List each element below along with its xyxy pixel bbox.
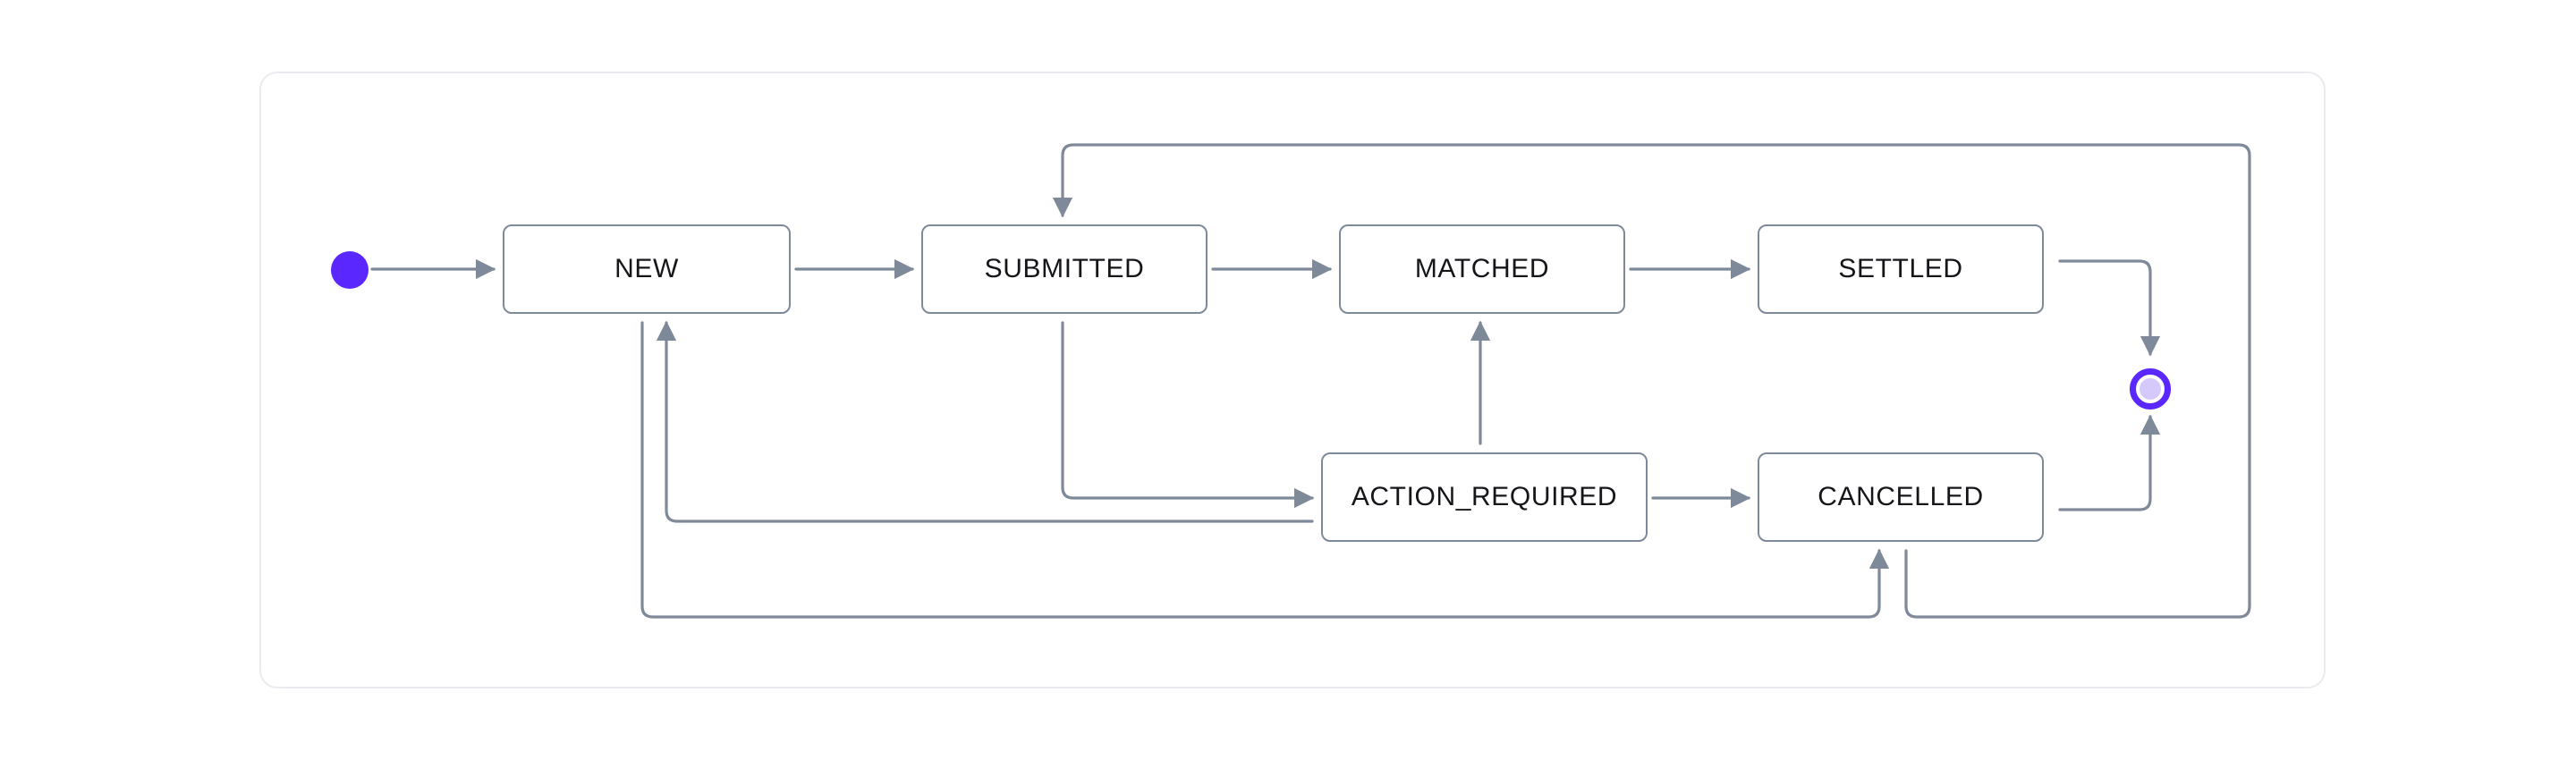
state-node-matched[interactable]: MATCHED <box>1339 224 1625 314</box>
edge-settled-to-end <box>2058 259 2161 357</box>
state-label-submitted: SUBMITTED <box>984 254 1145 283</box>
state-node-settled[interactable]: SETTLED <box>1758 224 2044 314</box>
state-label-settled: SETTLED <box>1838 254 1963 283</box>
end-node-inner-dot <box>2140 378 2161 400</box>
state-node-submitted[interactable]: SUBMITTED <box>921 224 1208 314</box>
state-label-cancelled: CANCELLED <box>1818 482 1984 511</box>
edge-cancelled-to-end <box>2058 414 2161 511</box>
state-label-matched: MATCHED <box>1414 254 1550 283</box>
diagram-card <box>259 72 2326 688</box>
edge-submitted-to-action-required <box>1061 321 1315 509</box>
state-label-new: NEW <box>614 254 679 283</box>
edge-outer-loop-to-submitted <box>1052 143 2251 619</box>
edge-new-to-cancelled <box>640 321 1890 619</box>
edge-action-required-to-new <box>656 320 1314 523</box>
state-node-action-required[interactable]: ACTION_REQUIRED <box>1321 452 1648 542</box>
start-node <box>331 251 369 289</box>
state-node-new[interactable]: NEW <box>503 224 791 314</box>
state-label-action-required: ACTION_REQUIRED <box>1351 482 1618 511</box>
state-node-cancelled[interactable]: CANCELLED <box>1758 452 2044 542</box>
